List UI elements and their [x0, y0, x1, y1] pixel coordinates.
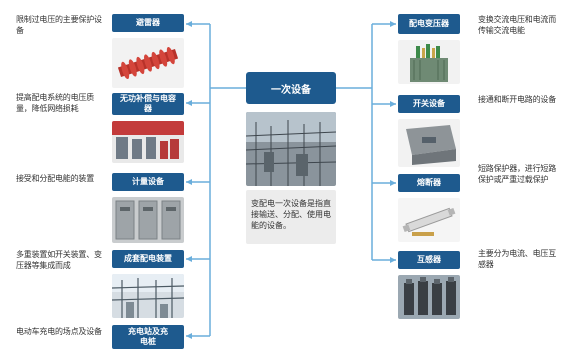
center-title: 一次设备	[246, 72, 336, 104]
left-label-0: 避雷器	[112, 14, 184, 32]
left-desc-2: 接受和分配电能的装置	[16, 174, 94, 183]
left-label-2: 计量设备	[112, 173, 184, 191]
fuse-photo	[398, 198, 460, 242]
transformer-photo	[398, 40, 460, 84]
left-desc-0: 限制过电压的主要保护设备	[16, 15, 102, 35]
center-description: 变配电一次设备是指直接输送、分配、使用电能的设备。	[246, 190, 336, 244]
right-label-3: 互感器	[398, 251, 460, 269]
instrument-transformer-photo	[398, 275, 460, 319]
switchgear-photo	[112, 274, 184, 318]
right-desc-3: 主要分为电流、电压互感器	[478, 249, 556, 269]
substation-photo	[246, 112, 336, 186]
switch-photo	[398, 119, 460, 167]
capacitor-photo	[112, 121, 184, 163]
right-label-2: 熔断器	[398, 174, 460, 192]
left-label-1: 无功补偿与电容器	[112, 93, 184, 115]
right-desc-1: 接通和断开电路的设备	[478, 95, 556, 104]
arrester-photo	[112, 38, 184, 88]
left-desc-4: 电动车充电的场点及设备	[16, 327, 102, 336]
left-desc-1: 提高配电系统的电压质量，降低网络损耗	[16, 93, 94, 113]
left-label-3: 成套配电装置	[112, 250, 184, 268]
left-desc-3: 多重装置如开关装置、变压器等集成而成	[16, 250, 102, 270]
right-desc-2: 短路保护器，进行短路保护或严重过载保护	[478, 164, 556, 184]
right-desc-0: 变换交流电压和电流而传输交流电能	[478, 15, 556, 35]
metering-photo	[112, 197, 184, 243]
right-label-0: 配电变压器	[398, 14, 460, 34]
left-label-4: 充电站及充电桩	[112, 325, 184, 349]
right-label-1: 开关设备	[398, 95, 460, 113]
